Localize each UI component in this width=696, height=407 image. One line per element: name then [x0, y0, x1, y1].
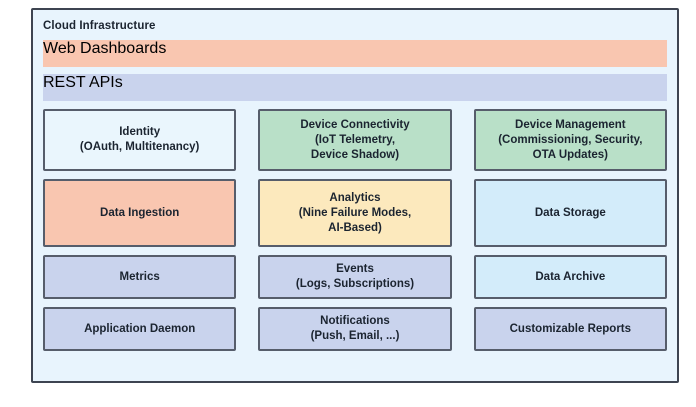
block-identity-line-1: Identity — [119, 126, 161, 138]
block-notifications-line-2: (Push, Email, ...) — [310, 330, 400, 342]
block-customizable-reports[interactable]: Customizable Reports — [473, 307, 667, 351]
cloud-infrastructure-container: Cloud Infrastructure Web Dashboards REST… — [31, 8, 679, 383]
block-data-ingestion-line-1: Data Ingestion — [100, 206, 180, 219]
block-customizable-reports-line-1: Customizable Reports — [509, 322, 632, 335]
applications-row: Application Daemon Notifications (Push, … — [43, 307, 667, 351]
band-web-dashboards[interactable]: Web Dashboards — [43, 40, 667, 67]
block-application-daemon-line-1: Application Daemon — [84, 322, 196, 335]
block-data-ingestion[interactable]: Data Ingestion — [43, 179, 237, 247]
block-events-line-2: (Logs, Subscriptions) — [295, 278, 415, 290]
block-notifications-line-1: Notifications — [320, 315, 390, 327]
block-device-management-line-2: (Commissioning, Security, — [498, 133, 643, 146]
block-data-storage-line-1: Data Storage — [534, 206, 606, 219]
block-device-management-line-1: Device Management — [515, 118, 626, 131]
band-web-dashboards-label: Web Dashboards — [43, 40, 167, 57]
block-analytics[interactable]: Analytics (Nine Failure Modes, AI-Based) — [258, 179, 452, 247]
block-metrics[interactable]: Metrics — [43, 255, 237, 299]
block-notifications[interactable]: Notifications (Push, Email, ...) — [258, 307, 452, 351]
block-device-management-line-3: OTA Updates) — [532, 148, 609, 161]
block-device-connectivity-line-3: Device Shadow) — [310, 148, 400, 161]
layer-stack: Web Dashboards REST APIs Identity (OAuth… — [33, 40, 677, 361]
block-events-line-1: Events — [336, 263, 374, 275]
block-device-management[interactable]: Device Management (Commissioning, Securi… — [473, 109, 667, 171]
block-data-storage[interactable]: Data Storage — [473, 179, 667, 247]
block-application-daemon[interactable]: Application Daemon — [43, 307, 237, 351]
block-analytics-line-1: Analytics — [329, 191, 381, 204]
band-rest-apis-label: REST APIs — [43, 74, 123, 91]
block-data-archive-line-1: Data Archive — [535, 270, 606, 283]
block-analytics-line-3: AI-Based) — [328, 221, 382, 234]
block-device-connectivity-line-1: Device Connectivity — [300, 118, 410, 131]
container-title: Cloud Infrastructure — [43, 20, 156, 32]
block-identity-line-2: (OAuth, Multitenancy) — [79, 141, 200, 153]
telemetry-row: Metrics Events (Logs, Subscriptions) Dat… — [43, 255, 667, 299]
band-rest-apis[interactable]: REST APIs — [43, 74, 667, 101]
block-device-connectivity-line-2: (IoT Telemetry, — [314, 133, 396, 146]
block-metrics-line-1: Metrics — [119, 270, 160, 283]
block-data-archive[interactable]: Data Archive — [473, 255, 667, 299]
block-events[interactable]: Events (Logs, Subscriptions) — [258, 255, 452, 299]
block-analytics-line-2: (Nine Failure Modes, — [298, 206, 412, 219]
data-row: Data Ingestion Analytics (Nine Failure M… — [43, 179, 667, 247]
block-identity[interactable]: Identity (OAuth, Multitenancy) — [43, 109, 237, 171]
services-row: Identity (OAuth, Multitenancy) Device Co… — [43, 109, 667, 171]
block-device-connectivity[interactable]: Device Connectivity (IoT Telemetry, Devi… — [258, 109, 452, 171]
